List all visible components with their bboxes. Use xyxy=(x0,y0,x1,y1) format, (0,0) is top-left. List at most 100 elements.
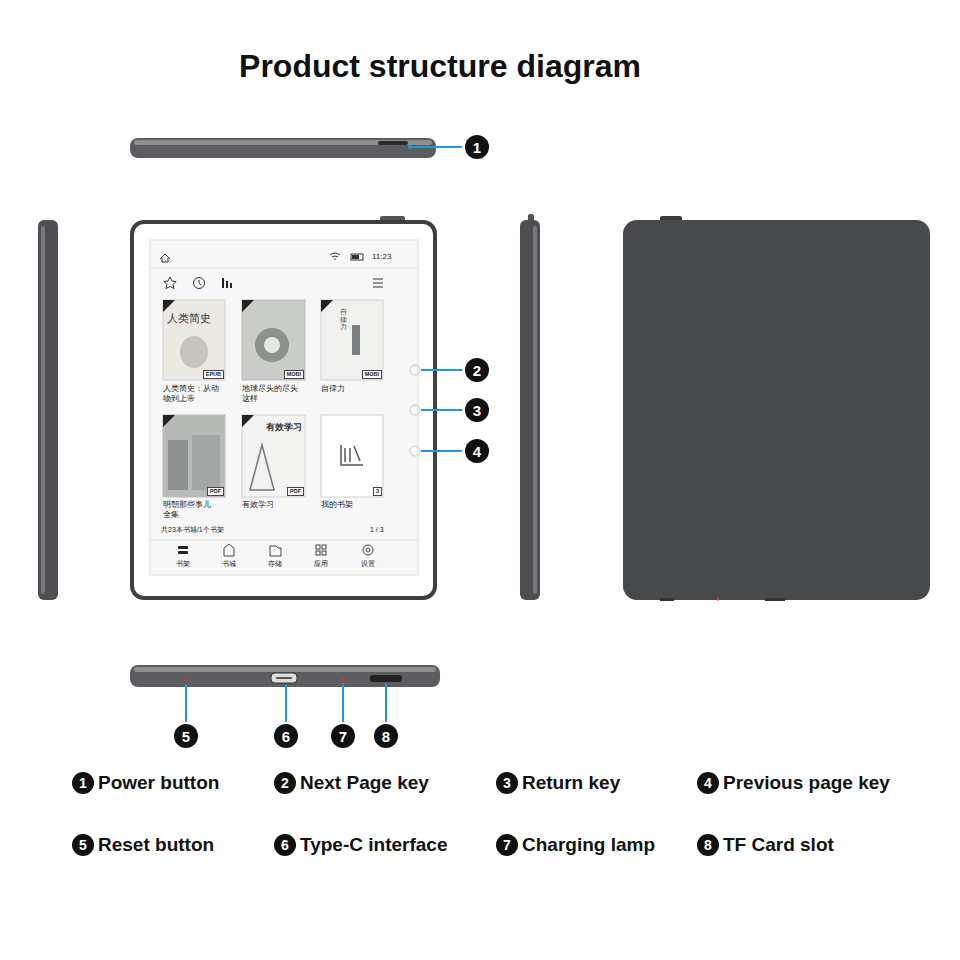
part-name: TF Card slot xyxy=(723,834,834,856)
format-label: PDF xyxy=(290,488,301,495)
format-badge: 3 xyxy=(373,487,382,496)
callout-number: 5 xyxy=(182,728,190,745)
previous-page-key xyxy=(410,446,420,456)
callout-number: 1 xyxy=(72,772,94,794)
right-side-view xyxy=(520,220,540,600)
nav-label: 应用 xyxy=(314,560,328,569)
legend-item: 6Type-C interface xyxy=(274,834,447,856)
part-name: Type-C interface xyxy=(300,834,447,856)
cover-title: 有效学习 xyxy=(266,422,302,433)
side-highlight xyxy=(533,226,537,594)
cover-art xyxy=(180,336,208,368)
legend-item: 4Previous page key xyxy=(697,772,890,794)
callout-number: 1 xyxy=(473,139,481,156)
legend-item: 8TF Card slot xyxy=(697,834,834,856)
leader-line xyxy=(421,450,462,452)
shelf-icon xyxy=(341,445,363,465)
format-label: EPUB xyxy=(206,371,221,378)
leader-dot xyxy=(408,145,412,149)
top-highlight xyxy=(134,140,432,145)
power-button xyxy=(378,141,408,145)
callout-number: 7 xyxy=(331,724,355,748)
book-title: 自律力 xyxy=(321,384,345,394)
cover-art xyxy=(168,440,188,490)
cover-art xyxy=(352,325,360,355)
wifi-icon xyxy=(330,253,340,257)
book-title: 地球尽头的尽头这样 xyxy=(242,384,304,404)
star-icon xyxy=(164,277,176,289)
left-side-view xyxy=(38,220,58,600)
leader-line xyxy=(385,683,387,722)
callout-number: 6 xyxy=(274,724,298,748)
format-label: 3 xyxy=(376,488,379,495)
book-cover xyxy=(321,300,383,380)
shelf-info: 1 / 3 xyxy=(370,526,384,535)
tf-card-slot xyxy=(370,675,402,682)
format-badge: MOBI xyxy=(362,370,382,379)
callout-number: 8 xyxy=(382,728,390,745)
callout-number: 4 xyxy=(697,772,719,794)
leader-line xyxy=(342,683,344,722)
legend-item: 1Power button xyxy=(72,772,219,794)
cover-art xyxy=(250,445,274,490)
callout-number: 3 xyxy=(496,772,518,794)
format-badge: EPUB xyxy=(203,370,224,379)
charging-lamp xyxy=(341,678,345,682)
callout-number: 3 xyxy=(465,398,489,422)
bottom-highlight xyxy=(134,667,436,672)
callout-number: 8 xyxy=(374,724,398,748)
menu-icon xyxy=(373,279,383,287)
callout-number: 6 xyxy=(282,728,290,745)
shelf-card xyxy=(321,415,383,497)
screen xyxy=(150,240,418,575)
callout-number: 5 xyxy=(174,724,198,748)
cover-art xyxy=(255,328,289,362)
nav-label: 设置 xyxy=(361,560,375,569)
callout-number: 3 xyxy=(473,402,481,419)
leader-line xyxy=(410,146,462,148)
bottom-view xyxy=(130,665,440,687)
part-name: Charging lamp xyxy=(522,834,655,856)
legend-item: 5Reset button xyxy=(72,834,214,856)
format-badge: PDF xyxy=(207,487,224,496)
callout-number: 2 xyxy=(274,772,296,794)
part-name: Return key xyxy=(522,772,620,794)
nav-label: 书架 xyxy=(176,560,190,569)
nav-icon xyxy=(363,545,373,555)
book-title: 人类简史：从动物到上帝 xyxy=(163,384,225,404)
side-highlight xyxy=(41,226,45,594)
callout-number: 2 xyxy=(465,358,489,382)
leader-line xyxy=(285,684,287,722)
part-name: Previous page key xyxy=(723,772,890,794)
battery-icon xyxy=(351,254,363,260)
callout-number: 6 xyxy=(274,834,296,856)
callout-number: 2 xyxy=(473,362,481,379)
legend-item: 7Charging lamp xyxy=(496,834,655,856)
format-label: MOBI xyxy=(287,371,301,378)
book-title: 明朝那些事儿全集 xyxy=(163,500,215,520)
leader-line xyxy=(421,409,462,411)
status-time: 11:23 xyxy=(372,252,391,262)
next-page-key xyxy=(410,365,420,375)
type-c-port xyxy=(271,673,297,683)
front-view xyxy=(132,222,435,598)
shelf-info: 共23本书籍/1个书架 xyxy=(161,526,224,535)
format-label: MOBI xyxy=(365,371,379,378)
nav-label: 书城 xyxy=(222,560,236,569)
book-title: 有效学习 xyxy=(242,500,274,510)
nav-icon xyxy=(224,544,234,556)
callout-number: 1 xyxy=(465,135,489,159)
return-key xyxy=(410,405,420,415)
legend-item: 2Next Page key xyxy=(274,772,429,794)
callout-number: 4 xyxy=(473,443,481,460)
nav-icon xyxy=(316,545,320,549)
reset-button xyxy=(184,678,188,682)
book-cover xyxy=(242,300,305,380)
callout-number: 7 xyxy=(339,728,347,745)
part-name: Power button xyxy=(98,772,219,794)
callout-number: 5 xyxy=(72,834,94,856)
cover-title: 自律力 xyxy=(340,308,347,331)
format-badge: PDF xyxy=(287,487,304,496)
book-cover xyxy=(242,415,305,497)
callout-number: 4 xyxy=(465,439,489,463)
